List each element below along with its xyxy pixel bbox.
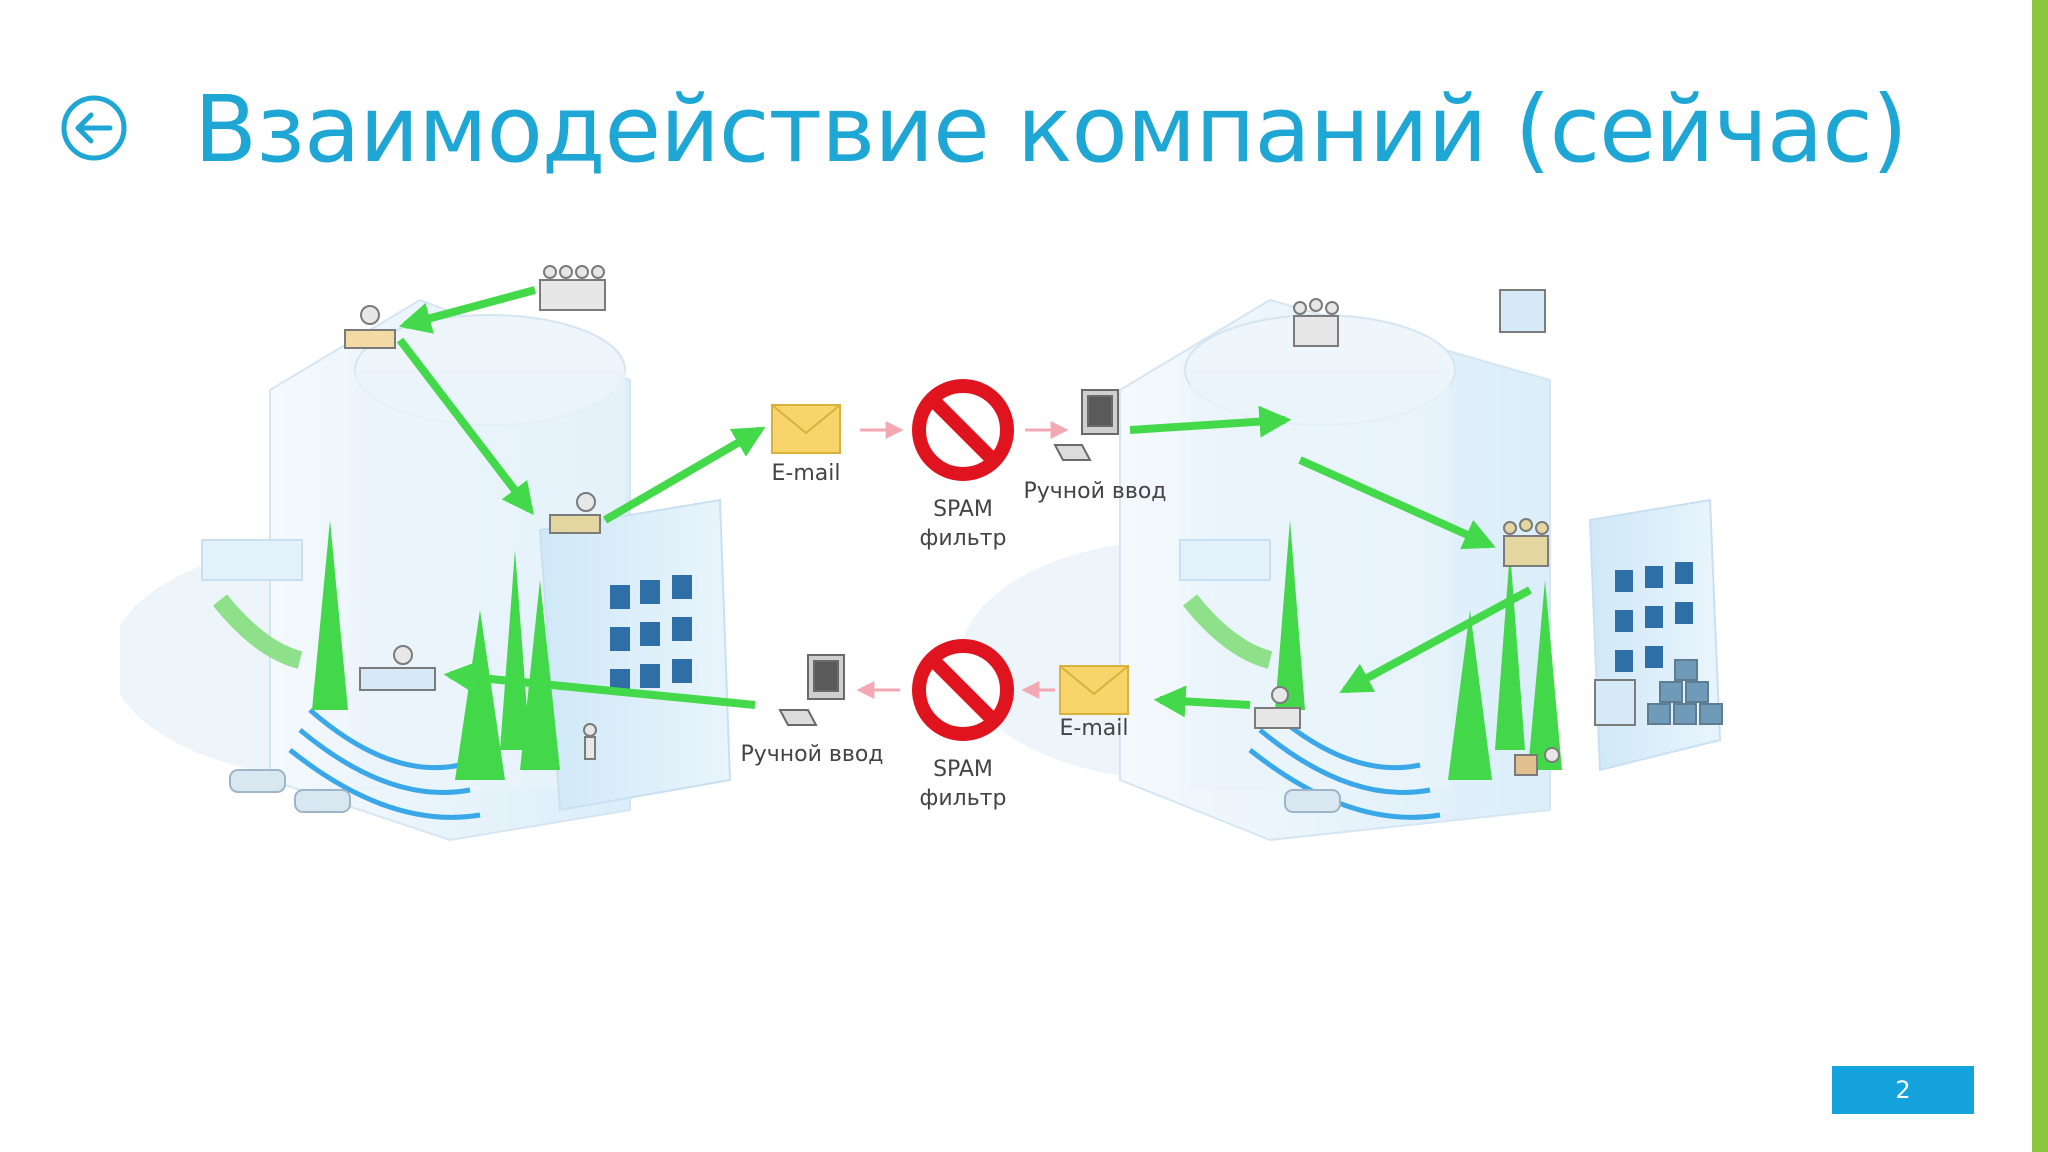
top-spam-filter-icon — [912, 379, 1014, 481]
flow-arrow-worker-to-email — [602, 426, 766, 524]
left-guard-icon — [583, 723, 597, 760]
left-worker-top-icon — [344, 305, 396, 349]
top-spam-label-line2: фильтр — [920, 526, 1007, 551]
top-email-icon — [771, 404, 841, 454]
left-reception-worker-icon — [359, 645, 436, 691]
slide-title: Взаимодействие компаний (сейчас) — [194, 76, 1908, 183]
company-interaction-diagram: E-mail SPAM фильтр Ручной ввод E-mail SP… — [120, 265, 1723, 842]
top-spam-label-line1: SPAM — [933, 497, 993, 522]
left-entrance-rings — [288, 708, 481, 820]
green-flow-arrows — [396, 286, 1532, 718]
bottom-email-icon — [1059, 665, 1129, 715]
right-building-windows — [1615, 562, 1693, 672]
flow-arrow-staff-to-team — [1298, 456, 1496, 550]
left-meeting-group-icon — [539, 265, 606, 311]
top-email-label: E-mail — [772, 461, 841, 486]
accent-bar — [2032, 0, 2048, 1152]
right-worker-boxes-icon — [1514, 747, 1560, 776]
flow-arrow-computer-to-reception — [443, 661, 756, 709]
bottom-email-label: E-mail — [1060, 716, 1129, 741]
top-computer-icon — [1053, 389, 1119, 461]
left-building-windows — [610, 575, 692, 693]
flow-arrow-computer-to-staff — [1129, 405, 1292, 438]
left-company-building — [120, 265, 732, 842]
right-car — [1284, 789, 1341, 813]
right-company-building — [960, 289, 1723, 842]
flow-arrow-desk-to-email — [1153, 685, 1251, 718]
left-worker-middle-icon — [549, 492, 601, 534]
right-server-icon — [1594, 679, 1636, 726]
arrow-left-circle-icon — [61, 95, 127, 161]
pink-filter-arrows — [856, 421, 1069, 699]
flow-arrow-team-to-desk — [1339, 586, 1532, 694]
top-manual-input-label: Ручной ввод — [1023, 479, 1166, 504]
left-trees — [312, 520, 560, 780]
bottom-spam-label-line1: SPAM — [933, 757, 993, 782]
flow-arrow-worker-to-worker — [396, 337, 534, 516]
page-number-badge: 2 — [1832, 1066, 1974, 1114]
right-trees — [1275, 520, 1562, 780]
bottom-spam-label-line2: фильтр — [920, 786, 1007, 811]
right-team-icon — [1503, 518, 1549, 567]
back-button[interactable] — [60, 94, 128, 162]
bottom-computer-icon — [778, 654, 845, 726]
right-staff-group-icon — [1293, 298, 1339, 347]
right-desk-worker-icon — [1254, 686, 1301, 729]
flow-arrow-meeting-to-worker — [398, 286, 537, 334]
bottom-spam-filter-icon — [912, 639, 1014, 741]
bottom-manual-input-label: Ручной ввод — [740, 742, 883, 767]
left-cars — [229, 769, 351, 813]
right-filing-cabinet-icon — [1499, 289, 1546, 333]
right-boxes-icon — [1647, 659, 1723, 725]
